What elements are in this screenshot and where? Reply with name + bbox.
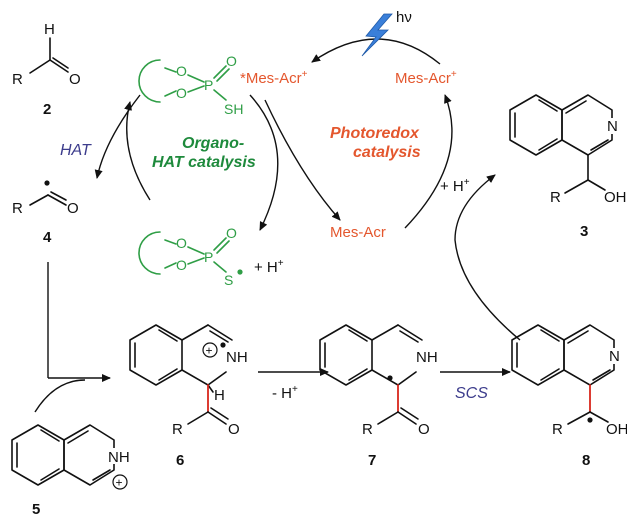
product-formation-arrow (454, 174, 521, 341)
radical-dot (237, 269, 243, 275)
compound-number-4: 4 (43, 229, 52, 246)
thiyl-radical-catalyst: O O P O S + H+ (138, 225, 284, 288)
atom-n: N (607, 118, 618, 135)
atom-p: P (204, 249, 213, 265)
phosphorothioic-acid-catalyst: O O P O SH (138, 53, 243, 117)
compound-number-2: 2 (43, 101, 51, 118)
positive-charge (202, 342, 218, 358)
atom-oh: OH (606, 421, 627, 438)
compound-4-acyl-radical: R O 4 (12, 180, 79, 246)
hat-arc-arrow (94, 94, 141, 179)
compound-3-product: N R OH 3 (509, 94, 627, 240)
atom-r: R (12, 71, 23, 88)
hat-arc-return-arrow (124, 101, 151, 201)
atom-o: O (176, 85, 187, 101)
radical-dot (44, 180, 50, 186)
organo-hat-label-line-2: HAT catalysis (152, 154, 256, 171)
organo-cycle-arrow-down (249, 94, 279, 231)
atom-o: O (228, 421, 240, 438)
photoredox-oxidation-arrow (404, 94, 453, 229)
atom-oh: OH (604, 189, 627, 206)
mes-acr-reduced: Mes-Acr (330, 224, 386, 241)
mes-acr-cation: Mes-Acr+ (395, 69, 457, 87)
compound-8-ketyl-radical: N R OH 8 (511, 324, 627, 469)
crossover-arrow-to-mes-acr (264, 99, 341, 221)
atom-sh: SH (224, 101, 243, 117)
positive-charge-sign: + (206, 344, 213, 358)
lightning-bolt-icon (361, 13, 393, 57)
mes-acr-excited: *Mes-Acr+ (240, 69, 308, 87)
atom-n: N (609, 348, 620, 365)
atom-o: O (67, 200, 79, 217)
compound-number-7: 7 (368, 452, 376, 469)
minus-proton: - H+ (272, 384, 298, 402)
compound-2-aldehyde: H R O 2 (12, 21, 81, 118)
compound-number-3: 3 (580, 223, 588, 240)
photoredox-label-line-2: catalysis (353, 144, 421, 161)
atom-o: O (418, 421, 430, 438)
atom-r: R (550, 189, 561, 206)
hat-label: HAT (60, 142, 92, 159)
atom-p: P (204, 77, 213, 93)
atom-o: O (176, 235, 187, 251)
compound-number-5: 5 (32, 501, 40, 518)
hv-label: hν (396, 9, 412, 26)
atom-h: H (214, 387, 225, 404)
photoredox-label-line-1: Photoredox (330, 125, 420, 142)
atom-r: R (552, 421, 563, 438)
atom-o: O (176, 63, 187, 79)
atom-o: O (226, 225, 237, 241)
radical-dot (220, 342, 226, 348)
atom-r: R (172, 421, 183, 438)
atom-s: S (224, 272, 233, 288)
compound-number-6: 6 (176, 452, 184, 469)
atom-o: O (69, 71, 81, 88)
atom-r: R (362, 421, 373, 438)
radical-dot (387, 375, 393, 381)
atom-nh: NH (226, 349, 248, 366)
organo-hat-label-line-1: Organo- (182, 135, 244, 152)
atom-o: O (176, 257, 187, 273)
positive-charge (112, 474, 128, 490)
compound-6-radical-cation: NH + H R O 6 (129, 324, 248, 469)
plus-proton: + H+ (254, 258, 284, 276)
radical-dot (587, 417, 593, 423)
compound-7-alpha-amino-radical: NH R O 7 (319, 324, 438, 469)
compound-number-8: 8 (582, 452, 590, 469)
photoexcitation-arrow (311, 38, 441, 65)
atom-r: R (12, 200, 23, 217)
atom-o: O (226, 53, 237, 69)
scs-label: SCS (455, 385, 488, 402)
plus-proton: + H+ (440, 177, 470, 195)
isoquinolinium-feed-arrow (34, 379, 86, 413)
atom-nh: NH (108, 449, 130, 466)
positive-charge-sign: + (116, 476, 123, 490)
atom-h: H (44, 21, 55, 38)
compound-5-isoquinolinium: NH + 5 (11, 424, 134, 518)
atom-nh: NH (416, 349, 438, 366)
